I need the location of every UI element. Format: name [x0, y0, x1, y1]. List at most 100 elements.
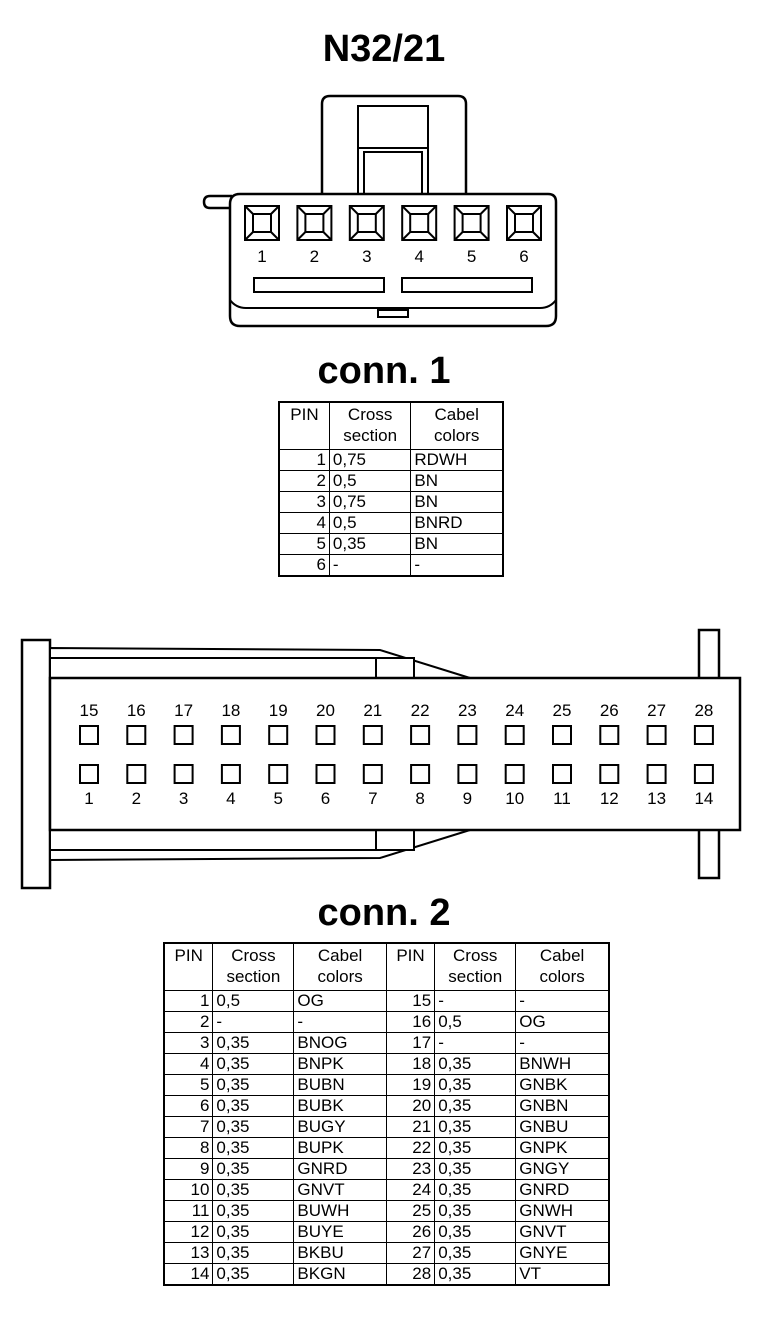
pin-label: 4	[414, 247, 423, 266]
cross-section-cell-2: 0,35	[434, 1073, 517, 1096]
cable-color-cell: -	[410, 553, 504, 576]
header-pin: PIN	[163, 942, 214, 991]
cable-color-cell-2: OG	[515, 1010, 610, 1033]
cable-color-cell: BKBU	[293, 1241, 387, 1264]
pin-label: 11	[553, 789, 571, 808]
pin-label: 28	[694, 701, 713, 720]
pin-label: 15	[80, 701, 99, 720]
cross-section-cell-2: 0,35	[434, 1157, 517, 1180]
pin-label: 20	[316, 701, 335, 720]
pin-terminal: 1	[244, 205, 280, 266]
pin-label: 5	[467, 247, 476, 266]
pin-terminal	[315, 764, 336, 784]
pin-label: 17	[174, 701, 193, 720]
pin-label: 9	[463, 789, 472, 808]
pin-label: 5	[273, 789, 282, 808]
header-cable-colors-2: Cabel colors	[515, 942, 610, 991]
pin-terminal	[457, 764, 478, 784]
pin-cell: 5	[278, 532, 330, 555]
cable-color-cell-2: GNYE	[515, 1241, 610, 1264]
pin-cell: 4	[278, 511, 330, 534]
pin-cell-2: 19	[385, 1073, 436, 1096]
cable-color-cell-2: BNWH	[515, 1052, 610, 1075]
cross-section-cell: -	[328, 553, 412, 576]
cross-section-cell: 0,35	[212, 1178, 295, 1201]
pin-terminal: 3	[348, 205, 385, 266]
cable-color-cell: RDWH	[410, 448, 504, 471]
cross-section-cell: 0,75	[328, 448, 412, 471]
pin-cell-2: 26	[385, 1220, 436, 1243]
pin-terminal	[79, 725, 99, 745]
pin-cell-2: 28	[385, 1262, 436, 1285]
cross-section-cell: 0,35	[212, 1199, 295, 1222]
pin-cell: 2	[163, 1010, 214, 1033]
pin-cell-2: 16	[385, 1010, 436, 1033]
pin-terminal	[79, 764, 99, 784]
cable-color-cell: BNPK	[293, 1052, 387, 1075]
cross-section-cell-2: 0,35	[434, 1115, 517, 1138]
cross-section-cell-2: 0,35	[434, 1136, 517, 1159]
pin-label: 16	[127, 701, 146, 720]
cross-section-cell-2: -	[434, 989, 517, 1012]
cross-section-cell-2: 0,35	[434, 1094, 517, 1117]
cross-section-cell: 0,35	[212, 1262, 295, 1285]
pin-label: 3	[362, 247, 371, 266]
cable-color-cell-2: GNBU	[515, 1115, 610, 1138]
header-cross-section-2: Cross section	[434, 942, 517, 991]
pin-label: 25	[553, 701, 572, 720]
pin-label: 22	[411, 701, 430, 720]
pin-terminal	[504, 725, 525, 745]
pin-cell: 8	[163, 1136, 214, 1159]
cable-color-cell: BKGN	[293, 1262, 387, 1285]
cable-color-cell: -	[293, 1010, 387, 1033]
pin-cell-2: 18	[385, 1052, 436, 1075]
pin-terminal: 6	[506, 205, 542, 266]
header-cross-section: Cross section	[212, 942, 295, 991]
pin-cell: 9	[163, 1157, 214, 1180]
pin-terminal	[315, 725, 336, 745]
cross-section-cell: 0,35	[212, 1241, 295, 1264]
pin-label: 13	[647, 789, 666, 808]
pin-cell: 3	[163, 1031, 214, 1054]
pin-label: 21	[363, 701, 382, 720]
cross-section-cell: -	[212, 1010, 295, 1033]
cross-section-cell-2: 0,35	[434, 1052, 517, 1075]
cable-color-cell: BNOG	[293, 1031, 387, 1054]
cable-color-cell: BUWH	[293, 1199, 387, 1222]
cable-color-cell-2: GNVT	[515, 1220, 610, 1243]
connector-2-pins: 1511621731841952062172282392410251126122…	[79, 701, 714, 808]
cross-section-cell: 0,35	[212, 1073, 295, 1096]
cross-section-cell-2: 0,35	[434, 1262, 517, 1285]
pin-label: 8	[415, 789, 424, 808]
pin-terminal: 4	[401, 205, 438, 266]
cable-color-cell-2: GNRD	[515, 1178, 610, 1201]
pin-terminal: 2	[296, 205, 333, 266]
pin-cell: 4	[163, 1052, 214, 1075]
cable-color-cell: BUBN	[293, 1073, 387, 1096]
pin-terminal	[220, 764, 241, 784]
connector-2-title: conn. 2	[317, 892, 451, 934]
cross-section-cell: 0,5	[328, 511, 412, 534]
pin-label: 6	[519, 247, 528, 266]
pin-terminal	[410, 764, 431, 784]
pin-terminal	[599, 764, 620, 784]
cross-section-cell: 0,35	[212, 1031, 295, 1054]
pin-terminal	[504, 764, 525, 784]
pin-terminal	[362, 764, 383, 784]
cable-color-cell-2: GNPK	[515, 1136, 610, 1159]
pin-label: 7	[368, 789, 377, 808]
cable-color-cell: BUYE	[293, 1220, 387, 1243]
pin-cell: 12	[163, 1220, 214, 1243]
